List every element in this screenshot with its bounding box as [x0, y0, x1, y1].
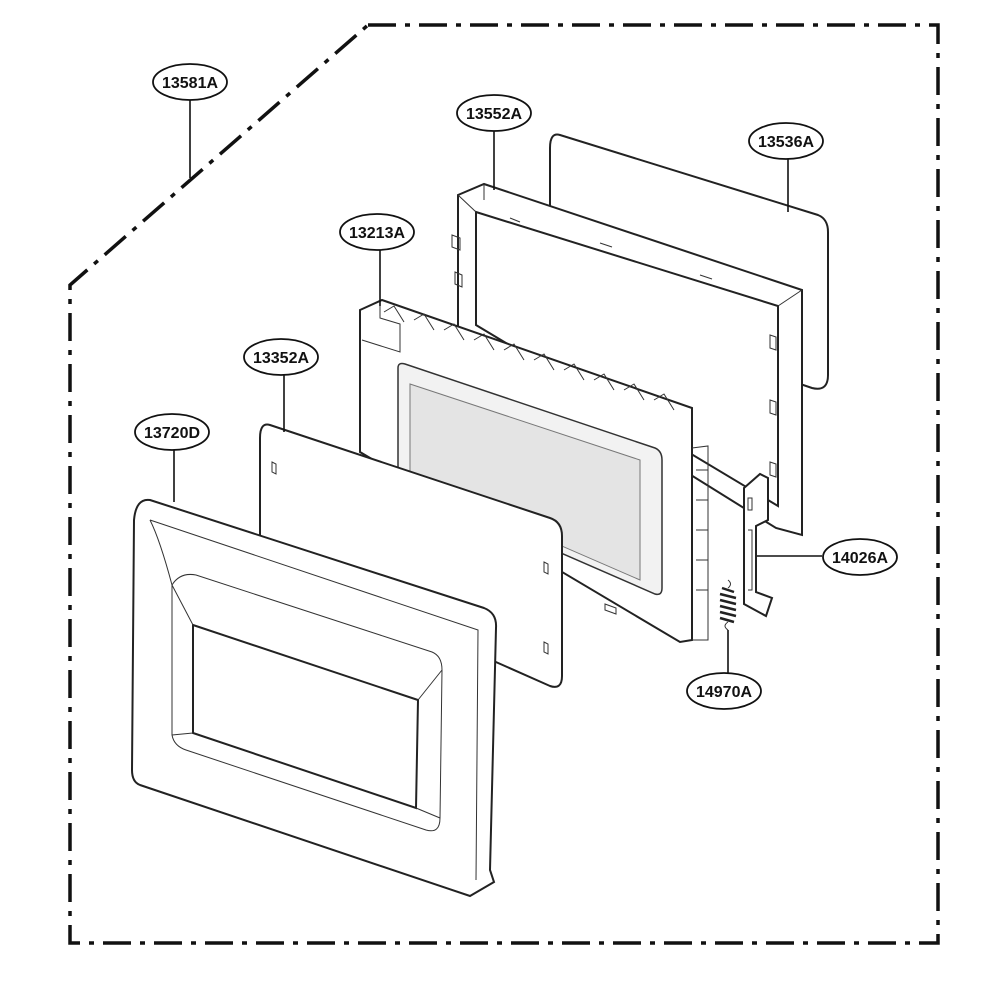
part-label-13581A: 13581A — [152, 63, 228, 101]
part-13213A-inner-frame — [359, 298, 709, 644]
part-label-14970A: 14970A — [686, 672, 762, 710]
part-13720D-front-door — [130, 498, 498, 898]
part-14970A-spring — [719, 579, 737, 631]
part-label-13352A: 13352A — [243, 338, 319, 376]
part-label-13213A: 13213A — [339, 213, 415, 251]
svg-text:13720D: 13720D — [144, 425, 200, 442]
svg-text:14026A: 14026A — [832, 550, 888, 567]
part-label-14026A: 14026A — [822, 538, 898, 576]
part-label-13720D: 13720D — [134, 413, 210, 451]
svg-text:13352A: 13352A — [253, 350, 309, 367]
part-label-13536A: 13536A — [748, 122, 824, 160]
svg-text:13581A: 13581A — [162, 75, 218, 92]
svg-text:13552A: 13552A — [466, 106, 522, 123]
svg-text:13213A: 13213A — [349, 225, 405, 242]
part-14026A-latch — [743, 472, 774, 618]
svg-text:14970A: 14970A — [696, 684, 752, 701]
leader-lines — [173, 100, 822, 674]
assembly-boundary — [68, 23, 940, 945]
svg-text:13536A: 13536A — [758, 134, 814, 151]
part-label-13552A: 13552A — [456, 94, 532, 132]
